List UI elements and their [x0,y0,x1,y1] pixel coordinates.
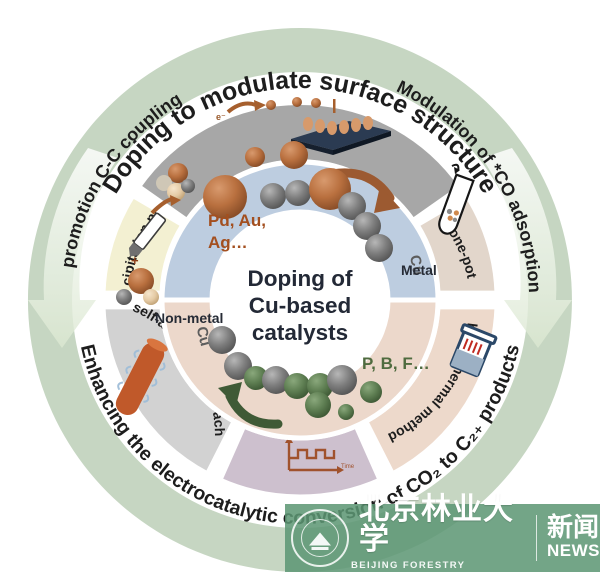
university-name-en: BEIJING FORESTRY UNIVERSITY [351,559,466,582]
electron-label: e⁻ [216,112,226,122]
center-line-3: catalysts [252,320,348,345]
metal-dopants-line2: Ag… [208,233,248,252]
center-title: Doping of Cu-based catalysts [248,266,353,345]
center-disc [212,212,388,388]
nonmetal-tag: Non-metal [155,310,223,326]
one-pot-icon [438,163,475,235]
pulse-x-axis-label: Time [341,464,355,470]
metal-tag: Metal [401,262,437,278]
nonmetal-half-content: P, B, F… Cu Non-metal [155,310,430,429]
watermark-bar: 北京林业大学 BEIJING FORESTRY UNIVERSITY 新闻 NE… [285,494,600,582]
metal-host-label: Cu [406,253,427,276]
metal-half-content: Pd, Au, Ag… Cu Metal [203,141,437,278]
nonmetal-host-label: Cu [193,325,214,348]
metal-dopants-line1: Pd, Au, [208,211,266,230]
watermark-divider [536,515,537,561]
university-name-block: 北京林业大学 BEIJING FORESTRY UNIVERSITY [351,491,528,582]
process-arrows [28,148,572,348]
news-label-cn: 新闻 [547,513,600,543]
coprecipitation-icon: + [116,163,195,305]
center-line-1: Doping of [248,266,353,291]
electrodeposition-icon: e⁻ [216,97,391,155]
plus-icon: + [131,253,139,268]
news-label-en: NEWS [547,541,600,561]
self-assembly-icon [115,338,168,416]
center-line-2: Cu-based [249,293,352,318]
university-name-cn: 北京林业大学 [359,491,514,557]
hydrothermal-icon [449,323,498,378]
news-block: 新闻 NEWS [547,513,600,561]
university-seal-icon [291,509,349,567]
nonmetal-dopants: P, B, F… [362,354,430,373]
